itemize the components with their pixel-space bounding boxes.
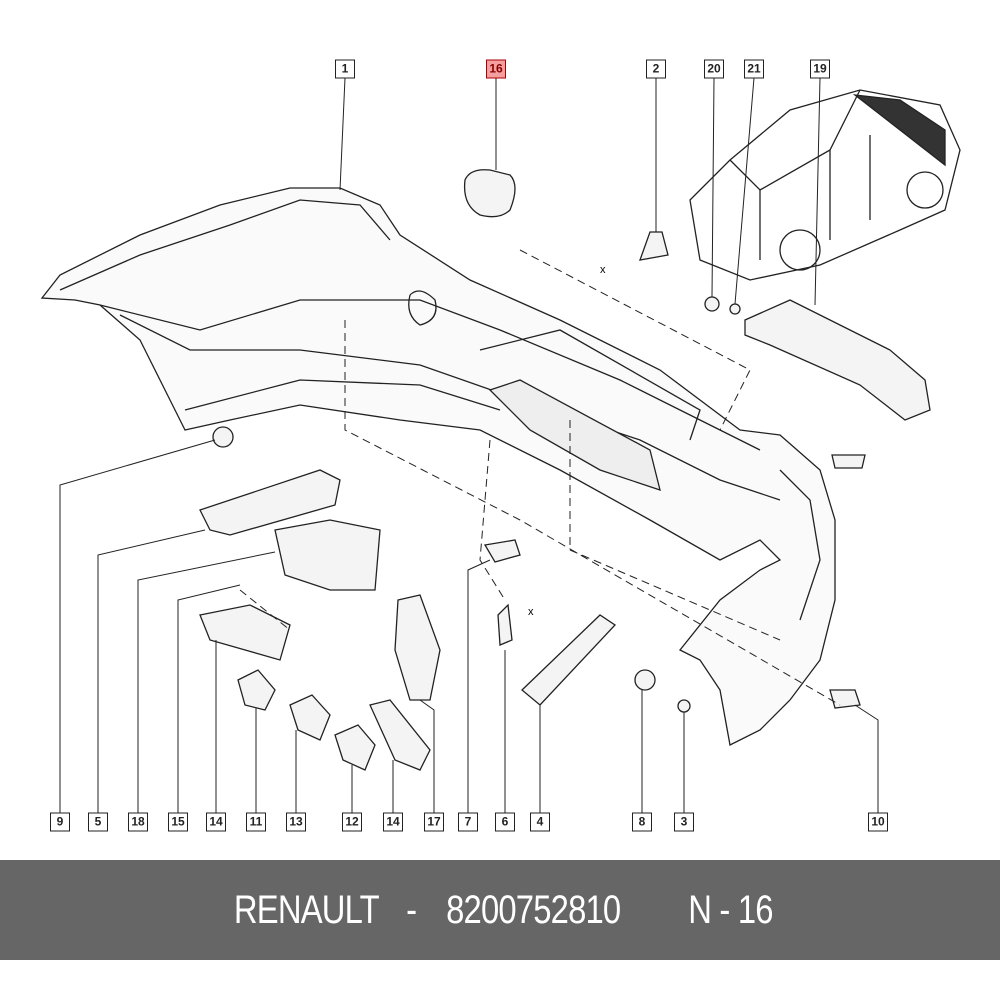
callout-14[interactable]: 14 <box>383 812 403 832</box>
callout-5[interactable]: 5 <box>88 812 108 832</box>
axis-mark-x-2: X <box>528 606 534 618</box>
callout-3[interactable]: 3 <box>674 812 694 832</box>
exploded-parts-diagram <box>40 77 961 813</box>
separator: - <box>405 887 417 932</box>
callout-9[interactable]: 9 <box>50 812 70 832</box>
callout-2[interactable]: 2 <box>646 59 666 79</box>
footer-banner: RENAULT - 8200752810 N - 16 <box>0 860 1000 960</box>
callout-18[interactable]: 18 <box>128 812 148 832</box>
callout-7[interactable]: 7 <box>458 812 478 832</box>
rear-bumper <box>40 187 836 746</box>
callout-21[interactable]: 21 <box>744 59 764 79</box>
fixing-parts <box>199 231 866 771</box>
callout-4[interactable]: 4 <box>530 812 550 832</box>
callout-19[interactable]: 19 <box>810 59 830 79</box>
dashed-guides <box>239 249 841 706</box>
callout-6[interactable]: 6 <box>495 812 515 832</box>
callout-14[interactable]: 14 <box>206 812 226 832</box>
callout-10[interactable]: 10 <box>868 812 888 832</box>
axis-mark-x-1: X <box>600 264 606 276</box>
reference-number: N - 16 <box>688 887 774 932</box>
callout-1[interactable]: 1 <box>335 59 355 79</box>
callout-16-highlighted[interactable]: 16 <box>486 59 506 79</box>
callout-12[interactable]: 12 <box>342 812 362 832</box>
callout-11[interactable]: 11 <box>246 812 266 832</box>
leader-lines <box>59 77 879 813</box>
brand-name: RENAULT <box>233 887 380 932</box>
part-number: 8200752810 <box>446 887 621 932</box>
callout-8[interactable]: 8 <box>632 812 652 832</box>
callout-17[interactable]: 17 <box>424 812 444 832</box>
tow-hook-cover <box>463 169 516 218</box>
car-illustration <box>689 89 961 281</box>
callout-15[interactable]: 15 <box>168 812 188 832</box>
callout-13[interactable]: 13 <box>286 812 306 832</box>
callout-20[interactable]: 20 <box>704 59 724 79</box>
bumper-trim <box>744 299 931 421</box>
